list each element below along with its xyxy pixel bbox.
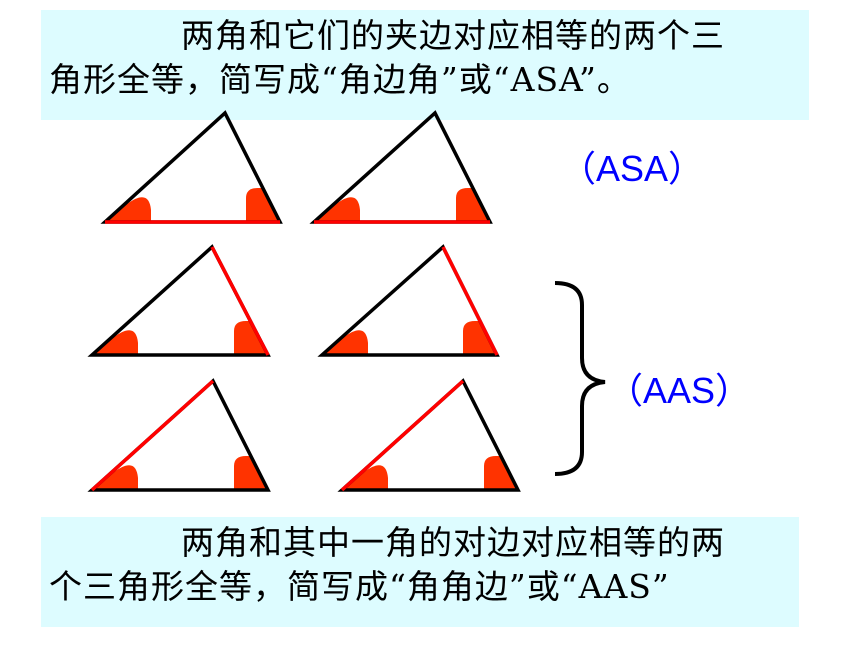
equal-side-r2c1: [210, 246, 270, 356]
angle-mark-left-r2c2: [322, 330, 368, 355]
equal-side-r3c1: [90, 379, 215, 492]
angle-mark-right-r1c2: [456, 188, 490, 222]
angle-mark-left-r1c2: [314, 197, 360, 222]
aas-label: （AAS）: [607, 370, 752, 411]
definition-asa-line2: 角形全等，简写成“角边角”或“ASA”。: [49, 60, 631, 99]
angle-mark-left-r2c1: [92, 330, 138, 355]
equal-side-r2c2: [441, 246, 499, 356]
definition-aas: 两角和其中一角的对边对应相等的两 个三角形全等，简写成“角角边”或“AAS”: [41, 517, 799, 627]
angle-mark-right-r1c1: [246, 188, 280, 222]
angle-mark-right-r3c2: [484, 456, 518, 490]
aas-group-brace: [554, 281, 606, 476]
equal-side-r3c2: [340, 379, 465, 492]
definition-aas-line1: 两角和其中一角的对边对应相等的两: [181, 523, 725, 562]
definition-asa: 两角和它们的夹边对应相等的两个三 角形全等，简写成“角边角”或“ASA”。: [41, 10, 809, 120]
angle-mark-left-r1c1: [105, 197, 151, 222]
angle-mark-right-r2c2: [463, 321, 497, 355]
angle-mark-right-r2c1: [234, 321, 268, 355]
angle-mark-right-r3c1: [234, 456, 268, 490]
angle-mark-left-r3c1: [92, 465, 138, 490]
asa-label: （ASA）: [560, 148, 705, 189]
definition-aas-line2: 个三角形全等，简写成“角角边”或“AAS”: [49, 567, 670, 606]
definition-asa-line1: 两角和它们的夹边对应相等的两个三: [181, 16, 725, 55]
angle-mark-left-r3c2: [342, 465, 388, 490]
